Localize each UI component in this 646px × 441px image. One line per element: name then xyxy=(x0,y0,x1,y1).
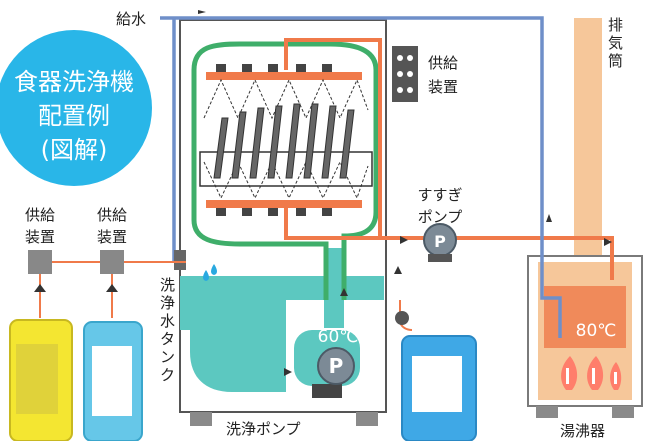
title-line-2: 配置例 xyxy=(38,102,110,130)
heater-temperature: 80℃ xyxy=(576,321,617,341)
water-supply-label: 給水 xyxy=(116,10,146,28)
wash-arm-loop-bottom xyxy=(191,70,329,300)
water-heater-label: 湯沸器 xyxy=(560,422,605,440)
supply-device-1-label: 供給装置 xyxy=(25,206,55,246)
detergent-bottle-icon xyxy=(9,319,73,441)
water-drop-icon xyxy=(203,264,217,281)
flame-icon xyxy=(561,356,622,390)
dishes xyxy=(213,103,355,179)
rinse-pipe-to-heater xyxy=(456,236,614,280)
cabinet-foot-left xyxy=(190,412,212,426)
water-supply-pipe xyxy=(160,16,562,338)
heater-foot-left xyxy=(536,406,558,418)
title-badge xyxy=(0,30,152,186)
supply-device-2-label: 供給装置 xyxy=(97,206,127,246)
exhaust-label: 排気筒 xyxy=(608,16,623,70)
wash-pump-letter: P xyxy=(329,354,344,378)
upper-spray-arm xyxy=(206,72,362,80)
rinse-pump-letter: P xyxy=(434,232,446,251)
wash-pump-label: 洗浄ポンプ xyxy=(226,420,301,438)
cabinet-foot-right xyxy=(356,412,378,426)
rinse-pipe-top xyxy=(284,38,382,238)
detergent-bottle-icon xyxy=(83,321,143,441)
tank-outlet-pipe xyxy=(324,248,344,328)
rinse-aid-supply-device xyxy=(395,311,409,325)
water-inlet-valve xyxy=(174,250,186,270)
exhaust-stack xyxy=(574,18,602,260)
wash-pump xyxy=(294,330,360,398)
wash-tank-label: 洗浄 水タ ンク xyxy=(160,276,180,384)
dish-rack xyxy=(199,151,373,187)
pump-icon xyxy=(317,347,355,385)
supply-device-1 xyxy=(28,250,52,274)
flow-arrows xyxy=(34,10,612,376)
supply-device-right-label: 供給装置 xyxy=(428,54,458,96)
wash-tank xyxy=(180,276,384,392)
detergent-bottle-icon xyxy=(401,335,477,441)
supply-device-2 xyxy=(100,250,124,274)
rinse-pump-label: すすぎポンプ xyxy=(417,186,462,226)
lower-spray-arm xyxy=(206,200,362,208)
wash-arm-loop-right xyxy=(341,70,379,300)
tank-temperature: 60℃ xyxy=(318,327,359,347)
heater-foot-right xyxy=(612,406,634,418)
rinse-pump xyxy=(423,223,457,262)
title-line-1: 食器洗浄機 xyxy=(14,68,134,96)
title-line-3: (図解) xyxy=(41,136,108,164)
rinse-pipe-bottom xyxy=(284,200,424,240)
spray-nozzle-icon xyxy=(216,64,332,216)
supply-device-right xyxy=(392,46,418,102)
